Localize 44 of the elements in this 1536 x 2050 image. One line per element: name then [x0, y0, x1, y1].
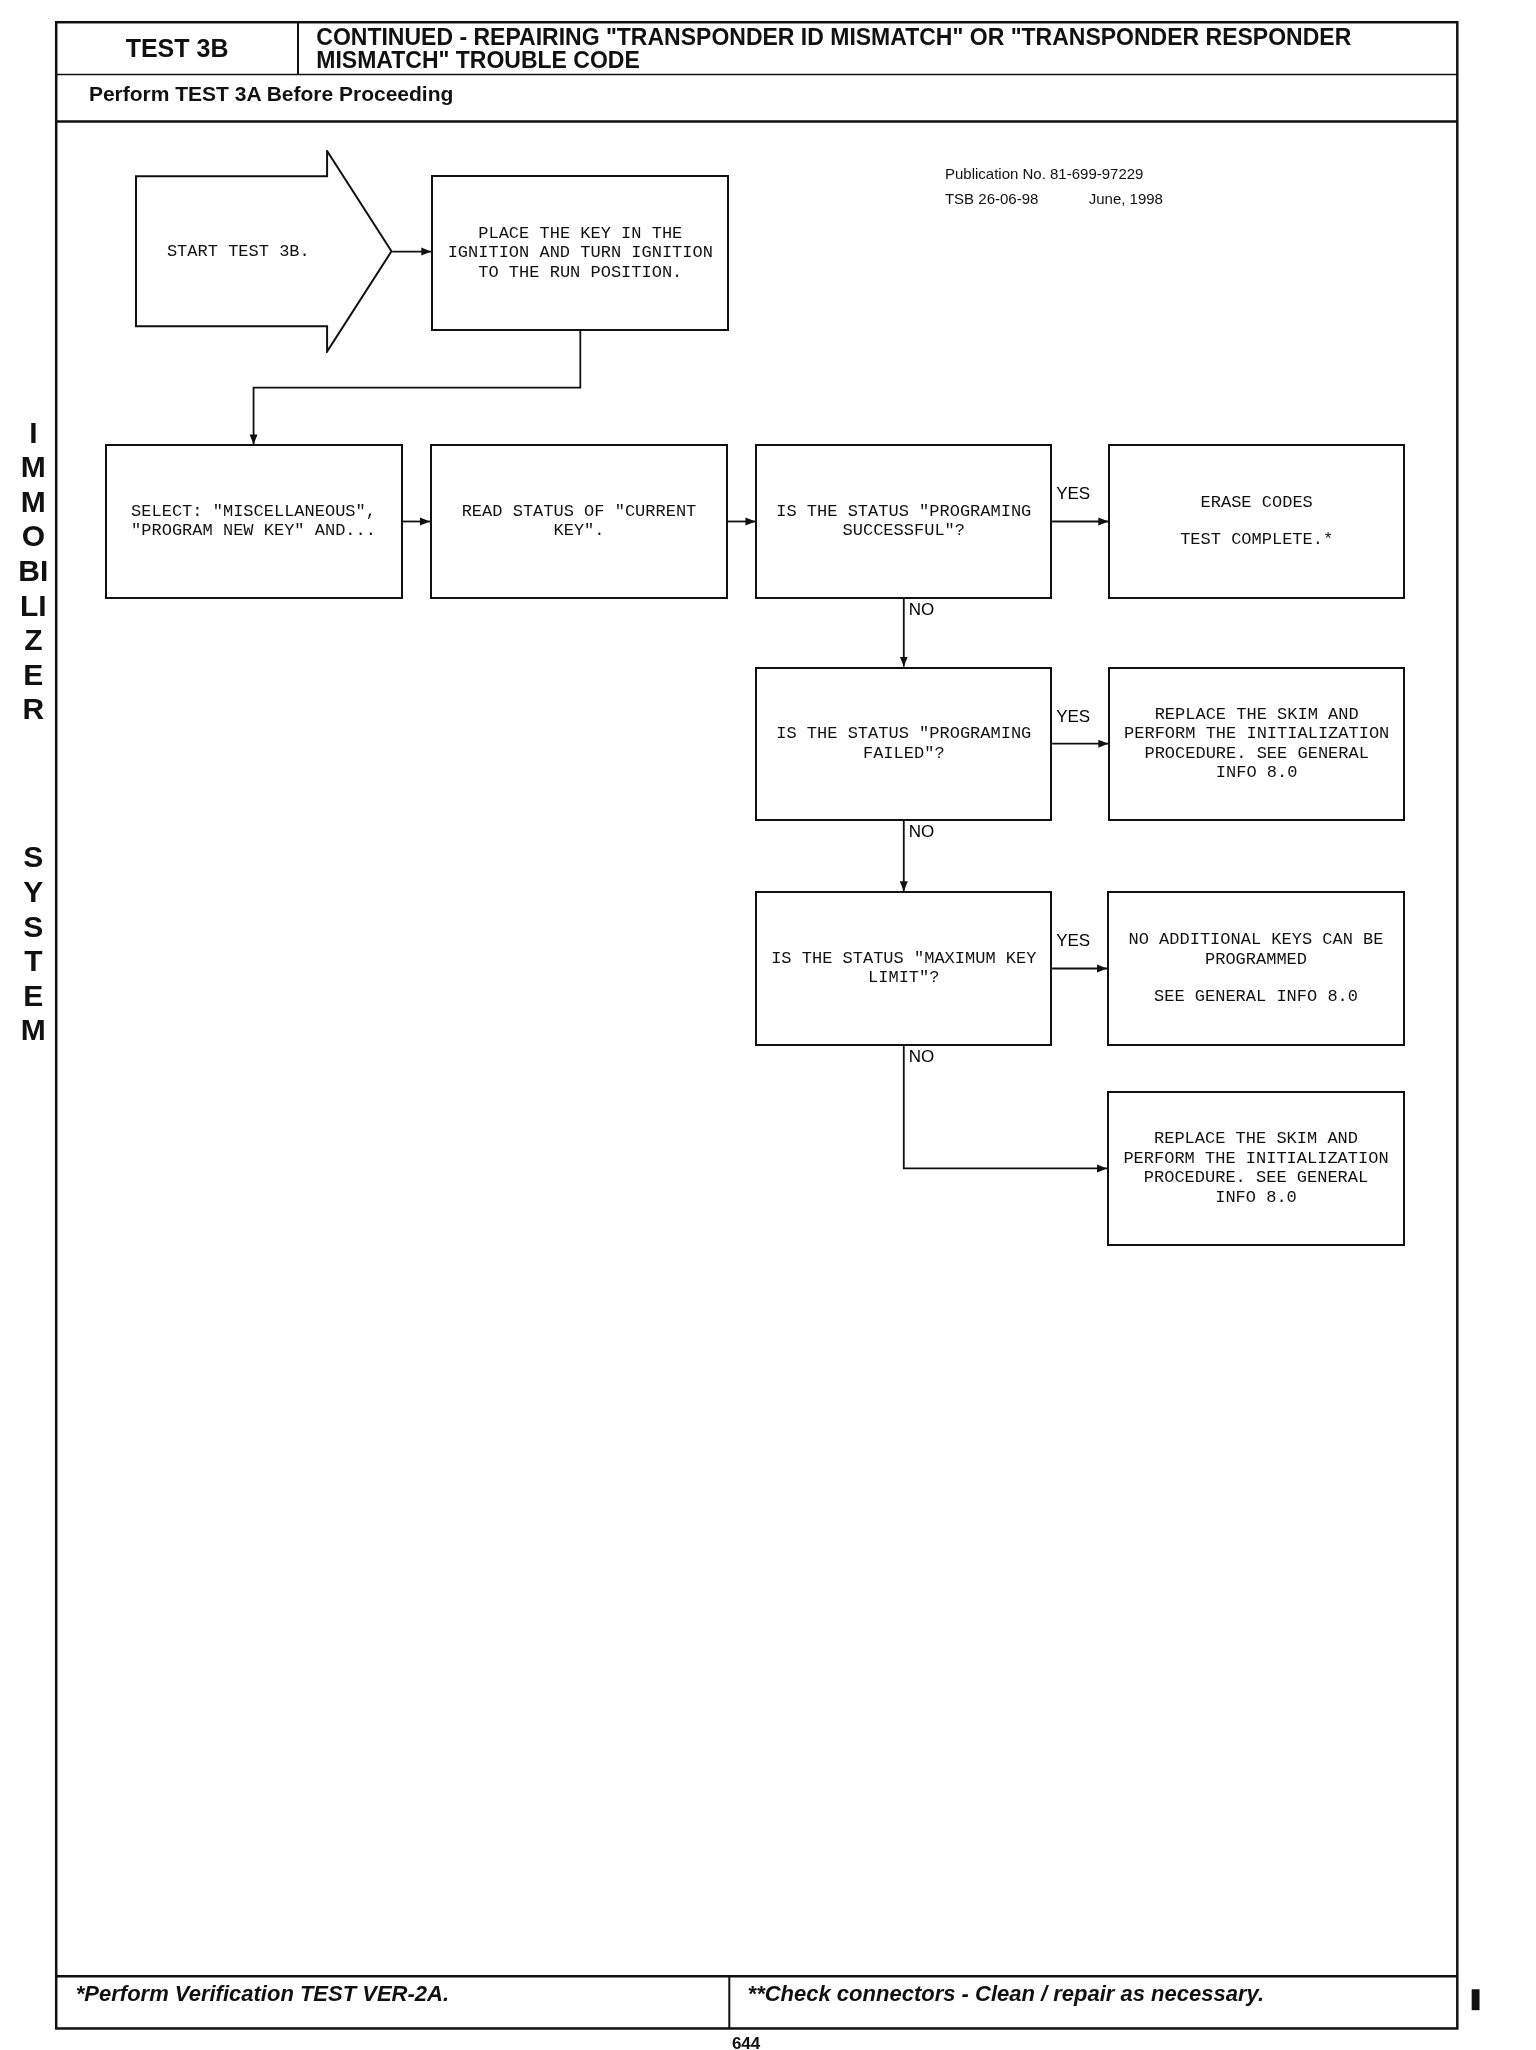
page-number: 644 [731, 2033, 761, 2050]
node-text: ERASE CODES [1200, 492, 1313, 513]
footnote: *Perform Verification TEST VER-2A. [75, 1981, 450, 2008]
side-title: IMMOBILIZER [18, 415, 49, 727]
node-text: IS THE STATUS "PROGRAMING SUCCESSFUL"? [775, 501, 1033, 542]
process-box [1108, 444, 1405, 599]
arrow [1051, 739, 1110, 748]
process-box [755, 444, 1053, 599]
node-text: READ STATUS OF "CURRENT KEY". [460, 501, 698, 542]
instruction-text: Perform TEST 3A Before Proceeding [88, 82, 454, 107]
process-box [1108, 666, 1405, 821]
process-box [1107, 891, 1405, 1046]
node-text: IS THE STATUS "MAXIMUM KEY LIMIT"? [770, 948, 1038, 988]
test-number: TEST 3B [124, 32, 230, 64]
side-title: SYSTEM [19, 840, 47, 1048]
arrow [401, 517, 431, 526]
bulletin-number: TSB 26-06-98 [944, 189, 1039, 207]
node-text: TEST COMPLETE.* [1180, 530, 1334, 551]
publication-number: Publication No. 81-699-97229 [944, 164, 1144, 182]
arrow [1051, 964, 1108, 973]
node-text: NO ADDITIONAL KEYS CAN BE PROGRAMMED [1127, 930, 1385, 970]
node-text: START TEST 3B. [166, 241, 310, 262]
process-box [104, 444, 403, 599]
arrow [249, 329, 582, 446]
process-box [755, 666, 1053, 821]
arrow [899, 597, 908, 668]
node-text: PLACE THE KEY IN THE IGNITION AND TURN IGNITION TO THE RUN POSITION. [446, 223, 714, 283]
node-text: SEE GENERAL INFO 8.0 [1154, 987, 1359, 1007]
arrow [1051, 517, 1110, 526]
arrow [727, 517, 757, 526]
node-text: REPLACE THE SKIM AND PERFORM THE INITIALIZATION PROCEDURE. SEE GENERAL INFO 8.0 [1123, 704, 1391, 783]
arrow [391, 247, 433, 256]
node-text: IS THE STATUS "PROGRAMING FAILED"? [775, 724, 1033, 764]
arrow [902, 1044, 1108, 1173]
title: CONTINUED - REPAIRING "TRANSPONDER ID MISMATCH" OR "TRANSPONDER RESPONDER MISMATCH" TROUBLE CODE [316, 26, 1353, 73]
footnote: **Check connectors - Clean / repair as necessary. [747, 1981, 1265, 2008]
process-box [430, 444, 728, 599]
process-box [755, 891, 1053, 1046]
node-text: REPLACE THE SKIM AND PERFORM THE INITIALIZATION PROCEDURE. SEE GENERAL INFO 8.0 [1122, 1129, 1390, 1208]
bulletin-date: June, 1998 [1088, 189, 1163, 207]
process-box [1107, 1091, 1405, 1246]
arrow [899, 819, 908, 893]
process-box [431, 175, 730, 331]
node-text: SELECT: "MISCELLANEOUS", "PROGRAM NEW KEY" AND... [130, 501, 377, 542]
